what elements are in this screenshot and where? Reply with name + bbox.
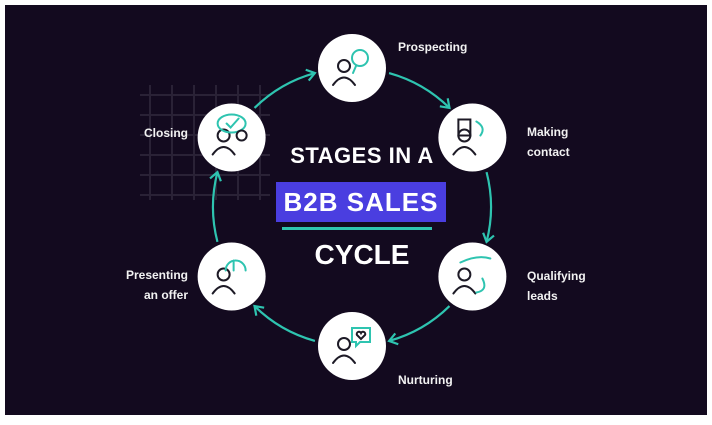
cycle-arrow [253, 305, 316, 343]
label-line: Presenting [125, 268, 188, 282]
title-line-2-highlight: B2B SALES [276, 182, 446, 222]
node-circle [197, 242, 266, 311]
node-circle [318, 312, 386, 380]
arrowhead-icon [209, 170, 222, 182]
stage-node [197, 103, 266, 172]
stage-node [318, 312, 386, 380]
title-line-1: STAGES IN A [290, 143, 434, 168]
hand-offer-icon [211, 259, 247, 295]
title-line-3: CYCLE [314, 239, 410, 270]
node-circle [438, 103, 507, 172]
stage-nodes [197, 34, 507, 380]
cycle-arrows [209, 68, 495, 346]
label-line: Qualifying [527, 269, 586, 283]
cycle-arrow [388, 71, 451, 109]
label-line: Making [527, 125, 569, 139]
stage-node [438, 103, 507, 172]
person-magnifier-icon [332, 49, 369, 86]
stage-label-nurturing: Nurturing [398, 373, 453, 387]
stage-label-qualifying-leads: Qualifying leads [527, 266, 586, 306]
handshake-people-icon [452, 256, 492, 295]
stage-node [318, 34, 386, 102]
title-underline [282, 227, 432, 230]
arrowhead-icon [482, 232, 495, 244]
cycle-arrow [388, 305, 451, 343]
stage-node [438, 242, 507, 311]
node-circle [197, 103, 266, 172]
stage-label-prospecting: Prospecting [398, 40, 468, 54]
stage-node [197, 242, 266, 311]
arrowhead-icon [387, 332, 399, 346]
label-line: leads [527, 289, 558, 303]
stage-label-closing: Closing [144, 126, 188, 140]
label-line: contact [527, 145, 570, 159]
stage-label-presenting-offer: Presenting an offer [126, 265, 188, 305]
cycle-arrow [211, 171, 219, 243]
arrowhead-icon [439, 98, 451, 110]
document-person-icon [452, 118, 484, 156]
cycle-arrow [485, 171, 493, 243]
node-circle [438, 242, 507, 311]
person-heart-chat-icon [332, 327, 371, 364]
node-circle [318, 34, 386, 102]
arrowhead-icon [305, 68, 317, 82]
label-line: an offer [143, 288, 188, 302]
arrowhead-icon [253, 304, 265, 316]
cycle-arrow [253, 71, 316, 109]
people-checkmark-icon [211, 113, 248, 156]
stage-label-making-contact: Making contact [527, 122, 570, 162]
